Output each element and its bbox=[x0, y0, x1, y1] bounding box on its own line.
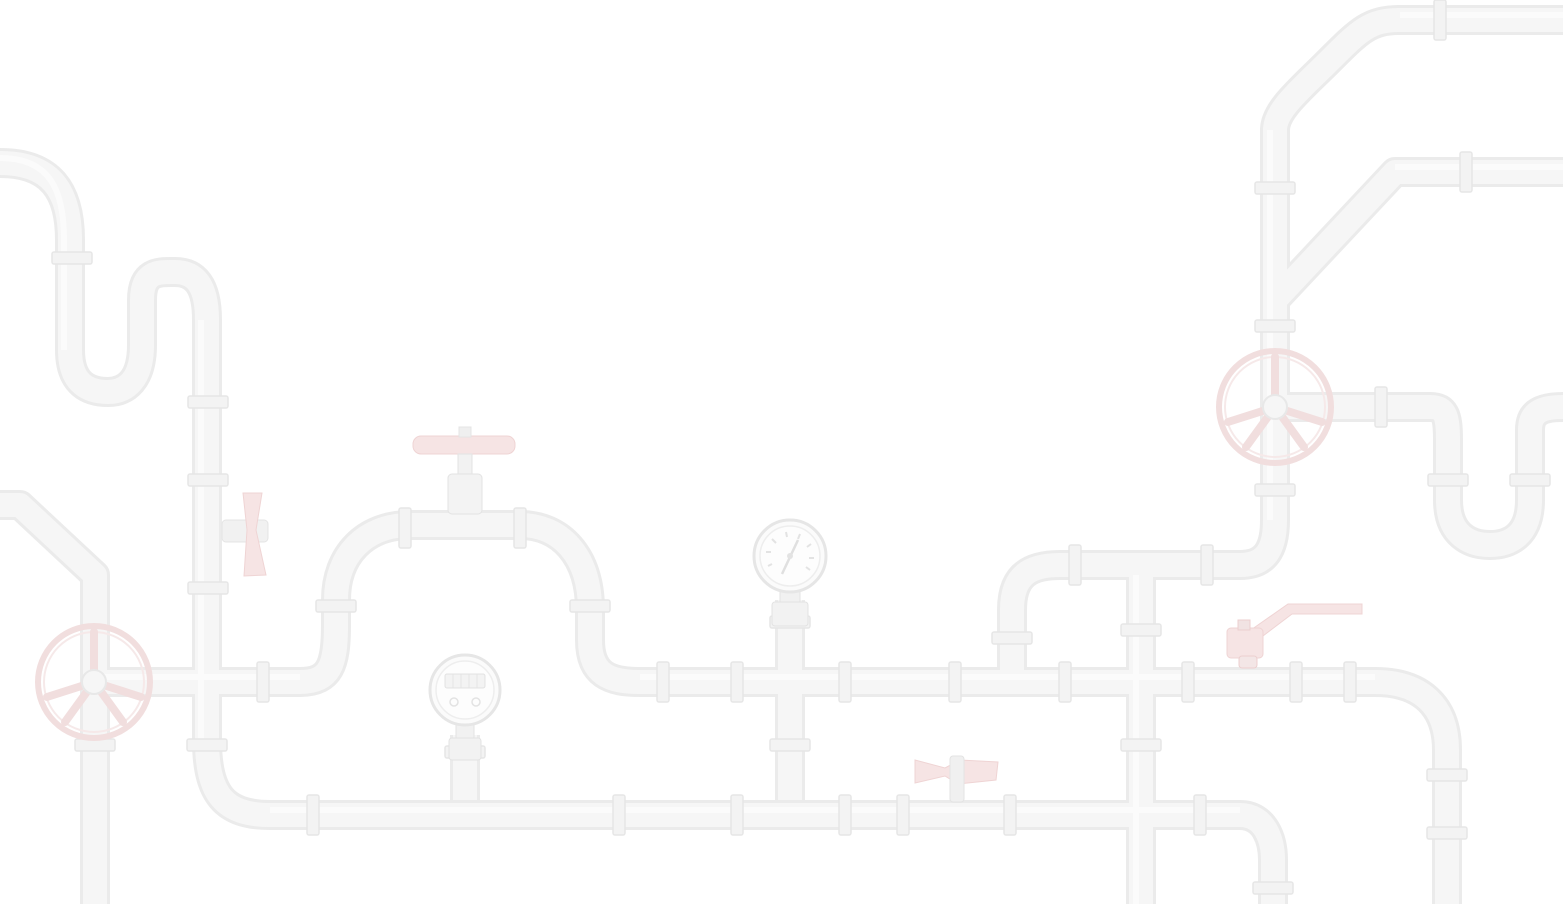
pipe-flange-icon bbox=[656, 661, 670, 703]
pipe-flange-icon bbox=[187, 581, 229, 595]
pipe-flange-icon bbox=[730, 661, 744, 703]
pipe-flange-icon bbox=[730, 794, 744, 836]
butterfly-valve-icon bbox=[221, 492, 269, 577]
pipe-flange-icon bbox=[1254, 319, 1296, 333]
handwheel-valve-icon bbox=[1216, 348, 1334, 466]
pipe-flange-icon bbox=[1003, 794, 1017, 836]
pipe-flange-icon bbox=[1058, 661, 1072, 703]
handwheel-valve-icon bbox=[35, 623, 153, 741]
pipe-flange-icon bbox=[1426, 768, 1468, 782]
pipe-flange-icon bbox=[1120, 738, 1162, 752]
pipe-flange-icon bbox=[187, 473, 229, 487]
pipe-flange-icon bbox=[306, 794, 320, 836]
pipe-flange-icon bbox=[1426, 826, 1468, 840]
pipe-flange-icon bbox=[769, 738, 811, 752]
pipe-flange-icon bbox=[1374, 386, 1388, 428]
pipe-flange-icon bbox=[1289, 661, 1303, 703]
butterfly-valve-icon bbox=[914, 755, 999, 803]
pressure-gauge-icon bbox=[752, 518, 828, 627]
pipe-flange-icon bbox=[838, 794, 852, 836]
pipe-flange-icon bbox=[1181, 661, 1195, 703]
pipe-flange-icon bbox=[569, 599, 611, 613]
pipe-flange-icon bbox=[612, 794, 626, 836]
pipe-flange-icon bbox=[991, 631, 1033, 645]
pipe-flange-icon bbox=[1459, 151, 1473, 193]
pipe-flange-icon bbox=[398, 507, 412, 549]
pipe-flange-icon bbox=[838, 661, 852, 703]
pipe-flange-icon bbox=[1254, 483, 1296, 497]
pipe-flange-icon bbox=[1254, 181, 1296, 195]
pipe-flange-icon bbox=[1252, 881, 1294, 895]
pipe-flange-icon bbox=[1509, 473, 1551, 487]
pipe-flange-icon bbox=[1343, 661, 1357, 703]
pipe-flange-icon bbox=[1200, 544, 1214, 586]
pipe-flange-icon bbox=[513, 507, 527, 549]
pipe-flange-icon bbox=[896, 794, 910, 836]
pipe-runs bbox=[0, 5, 1563, 904]
pipe-flange-icon bbox=[1433, 0, 1447, 41]
lever-ball-valve-icon bbox=[1226, 603, 1363, 669]
pipe-flange-icon bbox=[256, 661, 270, 703]
pipe-flange-icon bbox=[1120, 623, 1162, 637]
water-meter-icon bbox=[428, 653, 502, 761]
pipe-flange-icon bbox=[186, 738, 228, 752]
pipe-flange-icon bbox=[315, 599, 357, 613]
gate-valve-handle-icon bbox=[412, 426, 516, 515]
pipe-flange-icon bbox=[948, 661, 962, 703]
pipe-flange-icon bbox=[1193, 794, 1207, 836]
pipe-flange-icon bbox=[51, 251, 93, 265]
pipe-flange-icon bbox=[1427, 473, 1469, 487]
pipe-flange-icon bbox=[187, 395, 229, 409]
pipe-right-upper-diagonal bbox=[1264, 157, 1563, 311]
pipe-flange-icon bbox=[1068, 544, 1082, 586]
